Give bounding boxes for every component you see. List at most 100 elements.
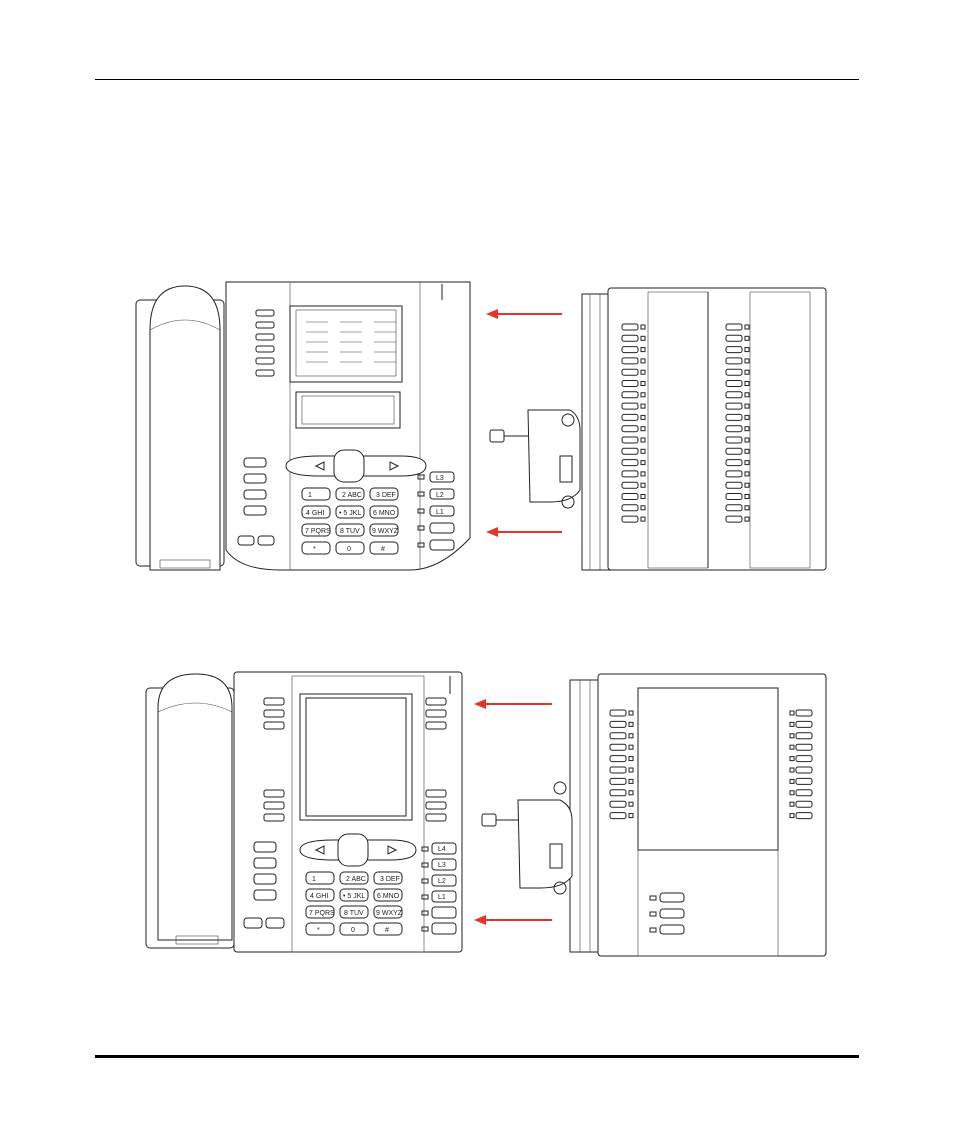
expansion-key-led [640,426,646,432]
expansion-key [609,743,627,751]
phone-2-function-keys [243,841,285,929]
expansion-module-1 [489,287,827,571]
expansion-key [795,789,813,797]
expansion-key [621,334,639,342]
figure-1-arrows [486,309,562,537]
expansion-key [621,357,639,365]
expansion-key-led [744,369,750,375]
dial-key-label: # [385,927,389,934]
figure-phone-with-expansion-module-1: 1 2 ABC 3 DEF 4 GHI • 5 JKL 6 MNO 7 PQRS… [120,270,840,580]
expansion-module-2-keys [609,709,813,820]
expansion-key-led [640,381,646,386]
line-key-label: L1 [438,894,446,901]
phone-1-navigation-keys [285,449,427,483]
dial-key-label: 9 WXYZ [372,528,399,535]
dial-key-label: 0 [351,927,355,934]
dial-key-label: 6 MNO [377,893,400,900]
line-key-label: L4 [438,846,446,853]
expansion-key-led [789,790,795,796]
expansion-key [609,789,627,797]
expansion-key [609,777,627,785]
expansion-key-led [640,494,646,499]
line-key-label: L3 [438,862,446,869]
expansion-key [725,425,743,433]
figure-2-drawing: 1 2 ABC 3 DEF 4 GHI • 5 JKL 6 MNO 7 PQRS… [145,671,827,957]
expansion-key-led [789,744,795,750]
expansion-key-led [744,403,750,409]
expansion-key-led [744,426,750,432]
expansion-key [725,391,743,399]
phone-1-dial-pad: 1 2 ABC 3 DEF 4 GHI • 5 JKL 6 MNO 7 PQRS… [301,487,399,555]
expansion-key-led [744,392,750,398]
dial-key-label: • 5 JKL [339,510,361,517]
dial-key-label: 7 PQRS [305,528,331,535]
expansion-key [725,368,743,376]
expansion-key [725,323,743,331]
expansion-key [725,436,743,444]
expansion-module-2-page-keys [649,892,685,935]
expansion-key [621,368,639,376]
expansion-key [621,504,639,512]
phone-2-handset [145,673,235,949]
dial-key-label: 2 ABC [342,492,362,499]
expansion-module-2 [481,673,827,957]
expansion-key-led [640,335,646,341]
expansion-key [725,459,743,467]
expansion-key [621,323,639,331]
expansion-key [725,380,743,387]
expansion-key [725,447,743,455]
line-key-label: L2 [436,492,444,499]
expansion-key [621,459,639,467]
phone-2-body: 1 2 ABC 3 DEF 4 GHI • 5 JKL 6 MNO 7 PQRS… [233,671,463,953]
expansion-key [621,346,639,354]
expansion-key-led [744,358,750,364]
expansion-key [795,743,813,751]
expansion-key-led [640,516,646,522]
dial-key-label: 9 WXYZ [376,910,403,917]
dial-key-label: 1 [308,492,312,499]
dial-key-label: # [381,546,385,553]
expansion-key-led [640,403,646,409]
expansion-key-led [789,710,795,716]
dial-key-label: 0 [347,546,351,553]
expansion-key [621,481,639,489]
expansion-key-led [744,381,750,386]
expansion-key-led [744,482,750,488]
expansion-key-led [640,369,646,375]
expansion-key [609,709,627,717]
expansion-key [795,800,813,808]
expansion-key [609,800,627,808]
expansion-key [725,504,743,512]
dial-key-label: * [313,546,316,553]
phone-2-softkeys [263,697,447,822]
dial-key-label: 7 PQRS [309,910,335,917]
phone-1-secondary-display [295,391,401,429]
expansion-key-led [640,358,646,364]
expansion-key [725,346,743,354]
expansion-key-led [640,448,646,454]
expansion-key-led [640,482,646,488]
expansion-key [609,755,627,763]
expansion-key [621,413,639,421]
phone-2-navigation-keys [299,833,417,867]
expansion-key [795,766,813,774]
line-key-label: L3 [436,475,444,482]
expansion-key-led [744,448,750,454]
expansion-key [609,812,627,820]
expansion-key-led [640,414,646,420]
expansion-key [621,380,639,387]
expansion-key-led [640,505,646,511]
expansion-key-led [628,767,634,773]
expansion-key-led [744,505,750,511]
expansion-key [621,391,639,399]
dial-key-label: • 5 JKL [343,893,365,900]
expansion-key [795,732,813,740]
expansion-key [609,720,627,728]
expansion-cable-connector-2 [481,813,497,827]
dial-key-label: 6 MNO [373,510,396,517]
phone-1-main-display [289,305,403,383]
expansion-key-led [789,721,795,727]
expansion-key [795,777,813,785]
expansion-key-led [640,437,646,443]
expansion-cable-connector-1 [489,429,505,443]
